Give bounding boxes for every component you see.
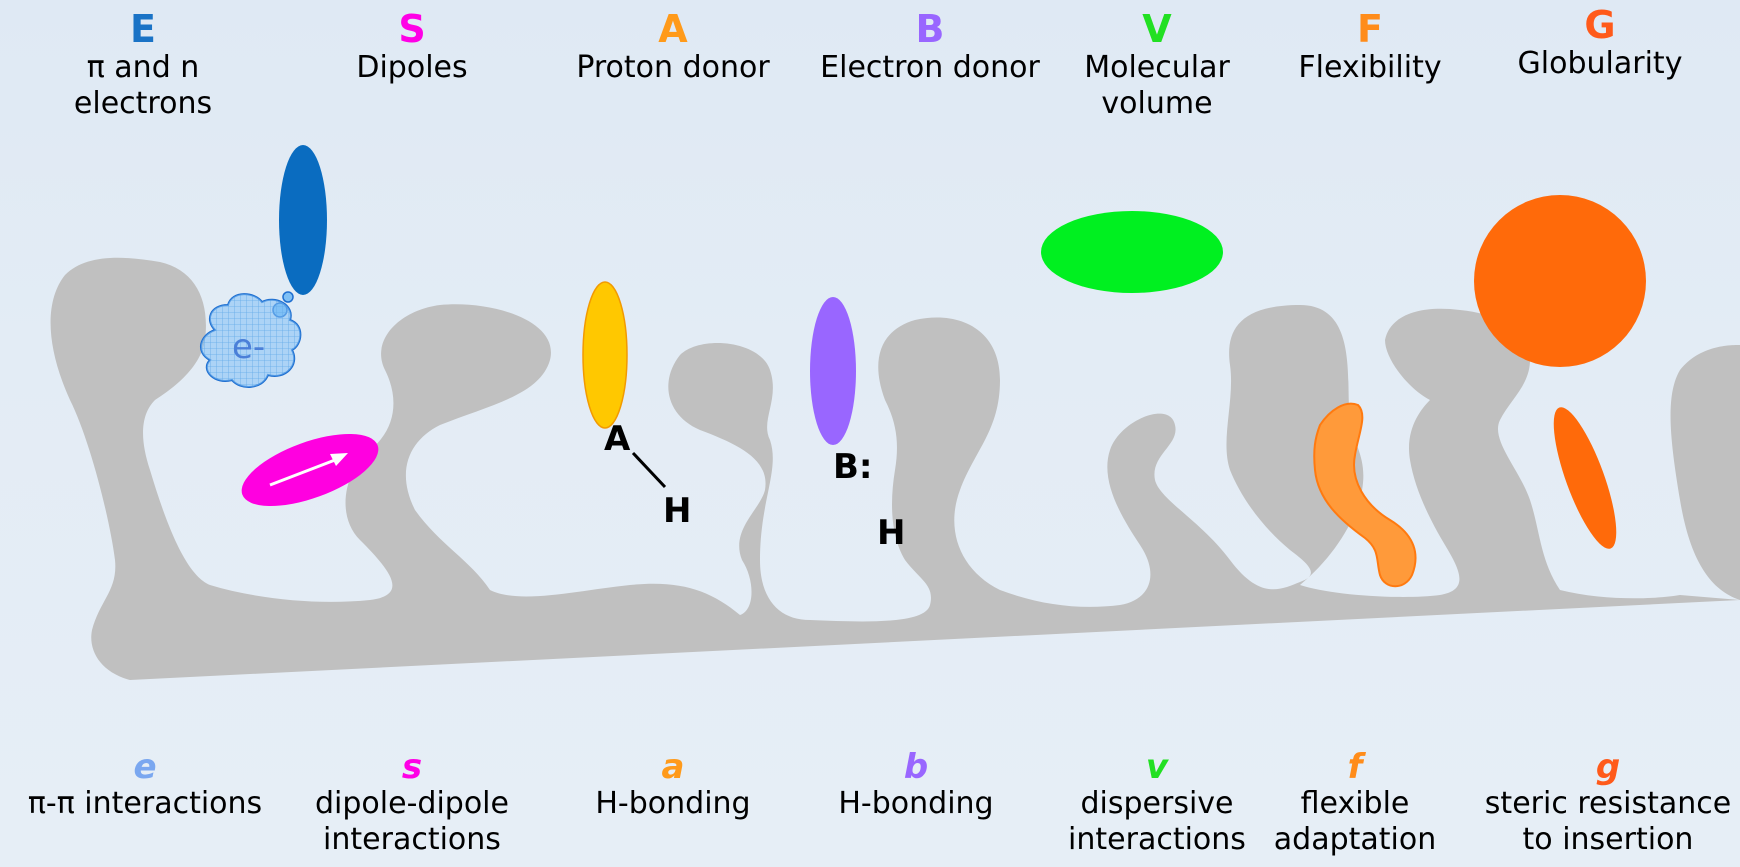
electron-ellipse — [279, 145, 327, 295]
desc-steric-resistance: steric resistance to insertion — [1478, 786, 1738, 858]
label-s-bottom: s dipole-dipole interactions — [312, 748, 512, 858]
donor-a-label: A — [604, 419, 631, 459]
desc-h-bonding-b: H-bonding — [796, 786, 1036, 822]
letter-b: b — [796, 748, 1036, 786]
label-e-bottom: e π-π interactions — [25, 748, 265, 822]
letter-f: f — [1270, 748, 1440, 786]
letter-a: a — [553, 748, 793, 786]
label-v-bottom: v dispersive interactions — [1062, 748, 1252, 858]
letter-g: g — [1478, 748, 1738, 786]
desc-dipole-dipole: dipole-dipole interactions — [312, 786, 512, 858]
desc-h-bonding-a: H-bonding — [553, 786, 793, 822]
elongated-ellipse — [1541, 401, 1628, 555]
flexible-chain — [1314, 404, 1415, 587]
letter-s: s — [312, 748, 512, 786]
globular-circle — [1474, 195, 1646, 367]
volume-ellipse — [1041, 211, 1223, 293]
thought-bubble-small — [283, 292, 293, 302]
desc-flexible-adaptation: flexible adaptation — [1270, 786, 1440, 858]
label-a-bottom: a H-bonding — [553, 748, 793, 822]
donor-b-label: B: — [833, 447, 873, 487]
hydrogen-b-label: H — [877, 513, 905, 553]
electron-donor-ellipse — [810, 297, 856, 445]
electron-label: e- — [232, 327, 265, 367]
proton-donor-ellipse — [583, 282, 627, 428]
desc-pi-pi: π-π interactions — [25, 786, 265, 822]
letter-e: e — [25, 748, 265, 786]
a-h-bond — [633, 453, 665, 487]
label-b-bottom: b H-bonding — [796, 748, 1036, 822]
label-g-bottom: g steric resistance to insertion — [1478, 748, 1738, 858]
letter-v: v — [1062, 748, 1252, 786]
label-f-bottom: f flexible adaptation — [1270, 748, 1440, 858]
desc-dispersive: dispersive interactions — [1062, 786, 1252, 858]
hydrogen-a-label: H — [663, 491, 691, 531]
